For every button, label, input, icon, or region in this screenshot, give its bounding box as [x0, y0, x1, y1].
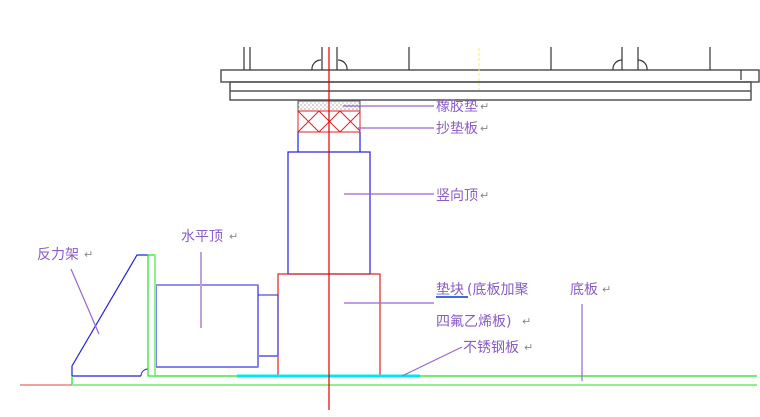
paragraph-mark: ↵: [602, 283, 611, 296]
horizontal-jack-body: [155, 284, 259, 368]
label-vertical-jack: 竖向顶: [436, 188, 478, 204]
paragraph-mark: ↵: [229, 230, 238, 243]
stiffeners: [243, 47, 742, 80]
paragraph-mark: ↵: [84, 248, 93, 261]
girder: [220, 69, 760, 101]
label-pad-block-line2: 四氟乙烯板): [436, 314, 511, 330]
label-horizontal-jack: 水平顶: [181, 229, 223, 245]
horizontal-jack: [155, 284, 279, 368]
leader-lines: [70, 105, 583, 381]
reaction-frame: [71, 254, 156, 377]
label-shim-plate: 抄垫板: [436, 121, 478, 137]
paragraph-mark: ↵: [524, 341, 533, 354]
labels: 橡胶垫 ↵ 抄垫板 ↵ 竖向顶 ↵ 垫块 (底板加聚 四氟乙烯板) ↵ 不锈钢板…: [37, 98, 611, 356]
reaction-frame-plate: [147, 254, 156, 377]
label-base-plate: 底板: [570, 282, 598, 298]
paragraph-mark: ↵: [480, 122, 489, 135]
paragraph-mark: ↵: [522, 315, 531, 328]
paragraph-mark: ↵: [480, 100, 489, 113]
paragraph-mark: ↵: [480, 189, 489, 202]
label-stainless-plate: 不锈钢板: [463, 340, 519, 356]
girder-top-flange: [220, 69, 760, 83]
reaction-frame-brace: [71, 254, 148, 376]
leader-reaction-frame: [70, 268, 100, 335]
label-reaction-frame: 反力架: [37, 247, 79, 263]
label-pad-block-line1: (底板加聚: [467, 282, 528, 298]
leader-stainless-plate: [401, 346, 463, 377]
label-pad-block-underlined: 垫块: [436, 282, 464, 298]
label-rubber-pad: 橡胶垫: [436, 98, 478, 115]
